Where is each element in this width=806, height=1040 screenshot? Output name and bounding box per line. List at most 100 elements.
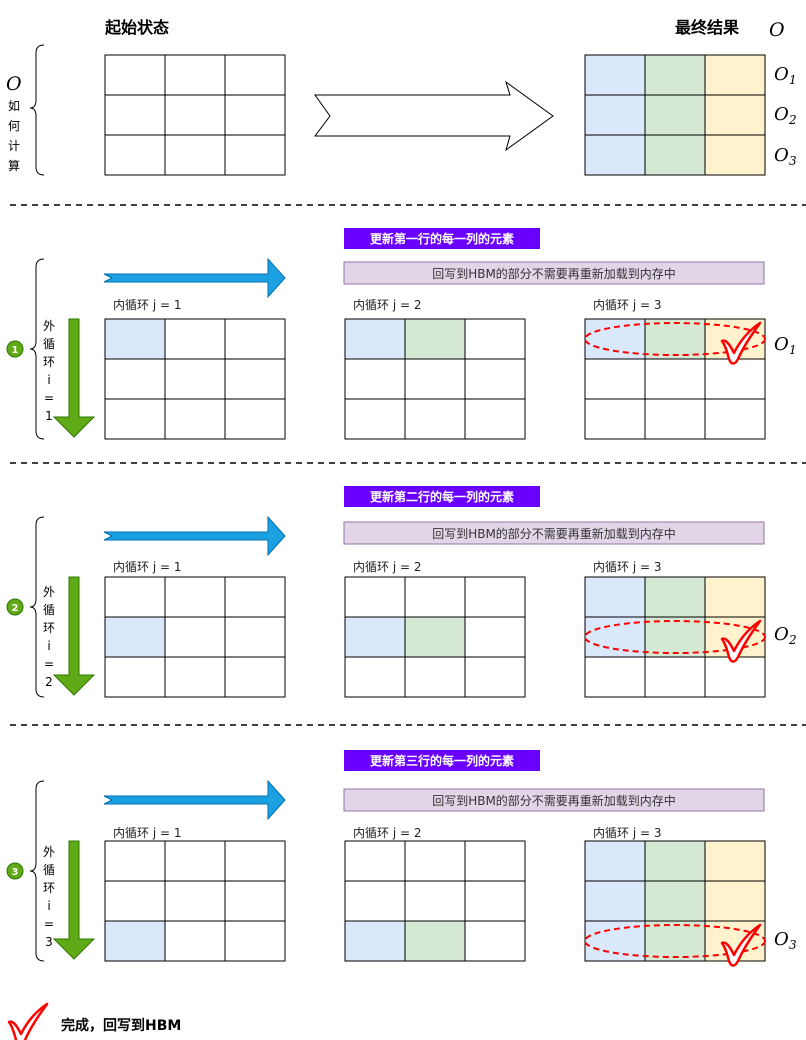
outer-loop-char: i <box>47 639 50 653</box>
grid-cell <box>584 54 646 96</box>
grid-cell <box>224 54 286 96</box>
legend: 完成，回写到HBM <box>7 1002 181 1040</box>
how-label-char: 计 <box>8 139 20 153</box>
grid-cell <box>224 134 286 176</box>
row-section-2: 更新第二行的每一列的元素 回写到HBM的部分不需要再重新加载到内存中 内循环 j… <box>6 486 797 698</box>
step-grid-j3 <box>584 840 766 962</box>
outer-loop-char: = <box>44 917 54 931</box>
banner-text: 更新第三行的每一列的元素 <box>370 753 514 768</box>
result-label-main: O <box>774 624 789 645</box>
grid-cell <box>224 880 286 922</box>
banner-text: 更新第二行的每一列的元素 <box>370 489 514 504</box>
end-title-symbol: O <box>769 19 785 41</box>
outer-loop-char: 环 <box>43 621 55 635</box>
grid-cell <box>704 398 766 440</box>
grid-cell <box>644 576 706 618</box>
grid-cell <box>164 880 226 922</box>
final-row-label: O 1 <box>774 64 797 87</box>
final-row-main: O <box>774 145 789 166</box>
grid-cell <box>224 318 286 360</box>
top-section: 起始状态 最终结果 O O 如 何 计 算 O 1 O 2 O 3 <box>6 18 797 176</box>
grid-cell <box>164 134 226 176</box>
outer-loop-char: i <box>47 899 50 913</box>
grid-cell <box>404 398 466 440</box>
step-badge <box>6 862 24 880</box>
inner-loop-label: 内循环 j = 1 <box>113 298 181 312</box>
grid-cell <box>404 840 466 882</box>
banner-bg <box>344 486 540 507</box>
grid-cell <box>404 616 466 658</box>
inner-loop-arrow <box>103 257 286 299</box>
grid-cell <box>644 840 706 882</box>
grid-cell <box>164 358 226 400</box>
outer-loop-char: 外 <box>43 845 55 859</box>
legend-check-icon <box>7 1002 49 1040</box>
end-title: 最终结果 <box>675 18 739 37</box>
grid-cell <box>344 920 406 962</box>
grid-cell <box>644 398 706 440</box>
inner-loop-label: 内循环 j = 1 <box>113 560 181 574</box>
outer-loop-brace <box>29 516 45 698</box>
grid-cell <box>644 54 706 96</box>
grid-cell <box>104 656 166 698</box>
grid-cell <box>644 656 706 698</box>
grid-cell <box>164 920 226 962</box>
note-bg <box>343 788 765 812</box>
badge-text: 3 <box>12 867 19 878</box>
grid-cell <box>344 398 406 440</box>
step-grid-j2 <box>344 318 526 440</box>
step-grid-j3 <box>584 576 766 698</box>
grid-cell <box>344 318 406 360</box>
grid-cell <box>164 94 226 136</box>
step-grid-j2 <box>344 840 526 962</box>
grid-cell <box>704 576 766 618</box>
note-text: 回写到HBM的部分不需要再重新加载到内存中 <box>432 266 676 281</box>
grid-cell <box>464 318 526 360</box>
final-row-label: O 2 <box>774 104 797 127</box>
how-label-char: 何 <box>8 119 20 133</box>
grid-cell <box>644 318 706 360</box>
step-badge <box>6 340 24 358</box>
outer-loop-char: 1 <box>45 409 53 423</box>
grid-cell <box>404 920 466 962</box>
grid-cell <box>704 358 766 400</box>
inner-loop-label: 内循环 j = 3 <box>593 298 661 312</box>
outer-loop-char: 环 <box>43 355 55 369</box>
banner-text: 更新第一行的每一列的元素 <box>370 231 514 246</box>
step-grid-j1 <box>104 318 286 440</box>
banner-bg <box>344 750 540 771</box>
grid-cell <box>164 54 226 96</box>
result-label-main: O <box>774 334 789 355</box>
grid-cell <box>224 840 286 882</box>
grid-cell <box>644 358 706 400</box>
outer-loop-char: 3 <box>45 935 53 949</box>
grid-cell <box>164 616 226 658</box>
final-row-main: O <box>774 104 789 125</box>
final-row-sub: 1 <box>789 73 797 87</box>
grid-cell <box>104 398 166 440</box>
grid-cell <box>104 318 166 360</box>
inner-loop-label: 内循环 j = 2 <box>353 826 421 840</box>
badge-text: 2 <box>12 603 19 614</box>
grid-cell <box>464 880 526 922</box>
grid-cell <box>104 616 166 658</box>
grid-cell <box>104 880 166 922</box>
outer-loop-char: = <box>44 391 54 405</box>
big-transform-arrow <box>314 80 554 152</box>
result-label-sub: 3 <box>789 938 797 952</box>
outer-loop-char: 2 <box>45 675 53 689</box>
step-grid-j1 <box>104 576 286 698</box>
grid-cell <box>344 576 406 618</box>
outer-loop-arrow <box>52 576 96 696</box>
outer-loop-arrow <box>52 318 96 438</box>
outer-loop-brace <box>29 780 45 962</box>
grid-cell <box>224 358 286 400</box>
grid-cell <box>404 880 466 922</box>
inner-loop-label: 内循环 j = 2 <box>353 560 421 574</box>
note-text: 回写到HBM的部分不需要再重新加载到内存中 <box>432 526 676 541</box>
outer-loop-char: = <box>44 657 54 671</box>
grid-cell <box>464 576 526 618</box>
grid-cell <box>164 318 226 360</box>
how-brace <box>29 44 45 176</box>
